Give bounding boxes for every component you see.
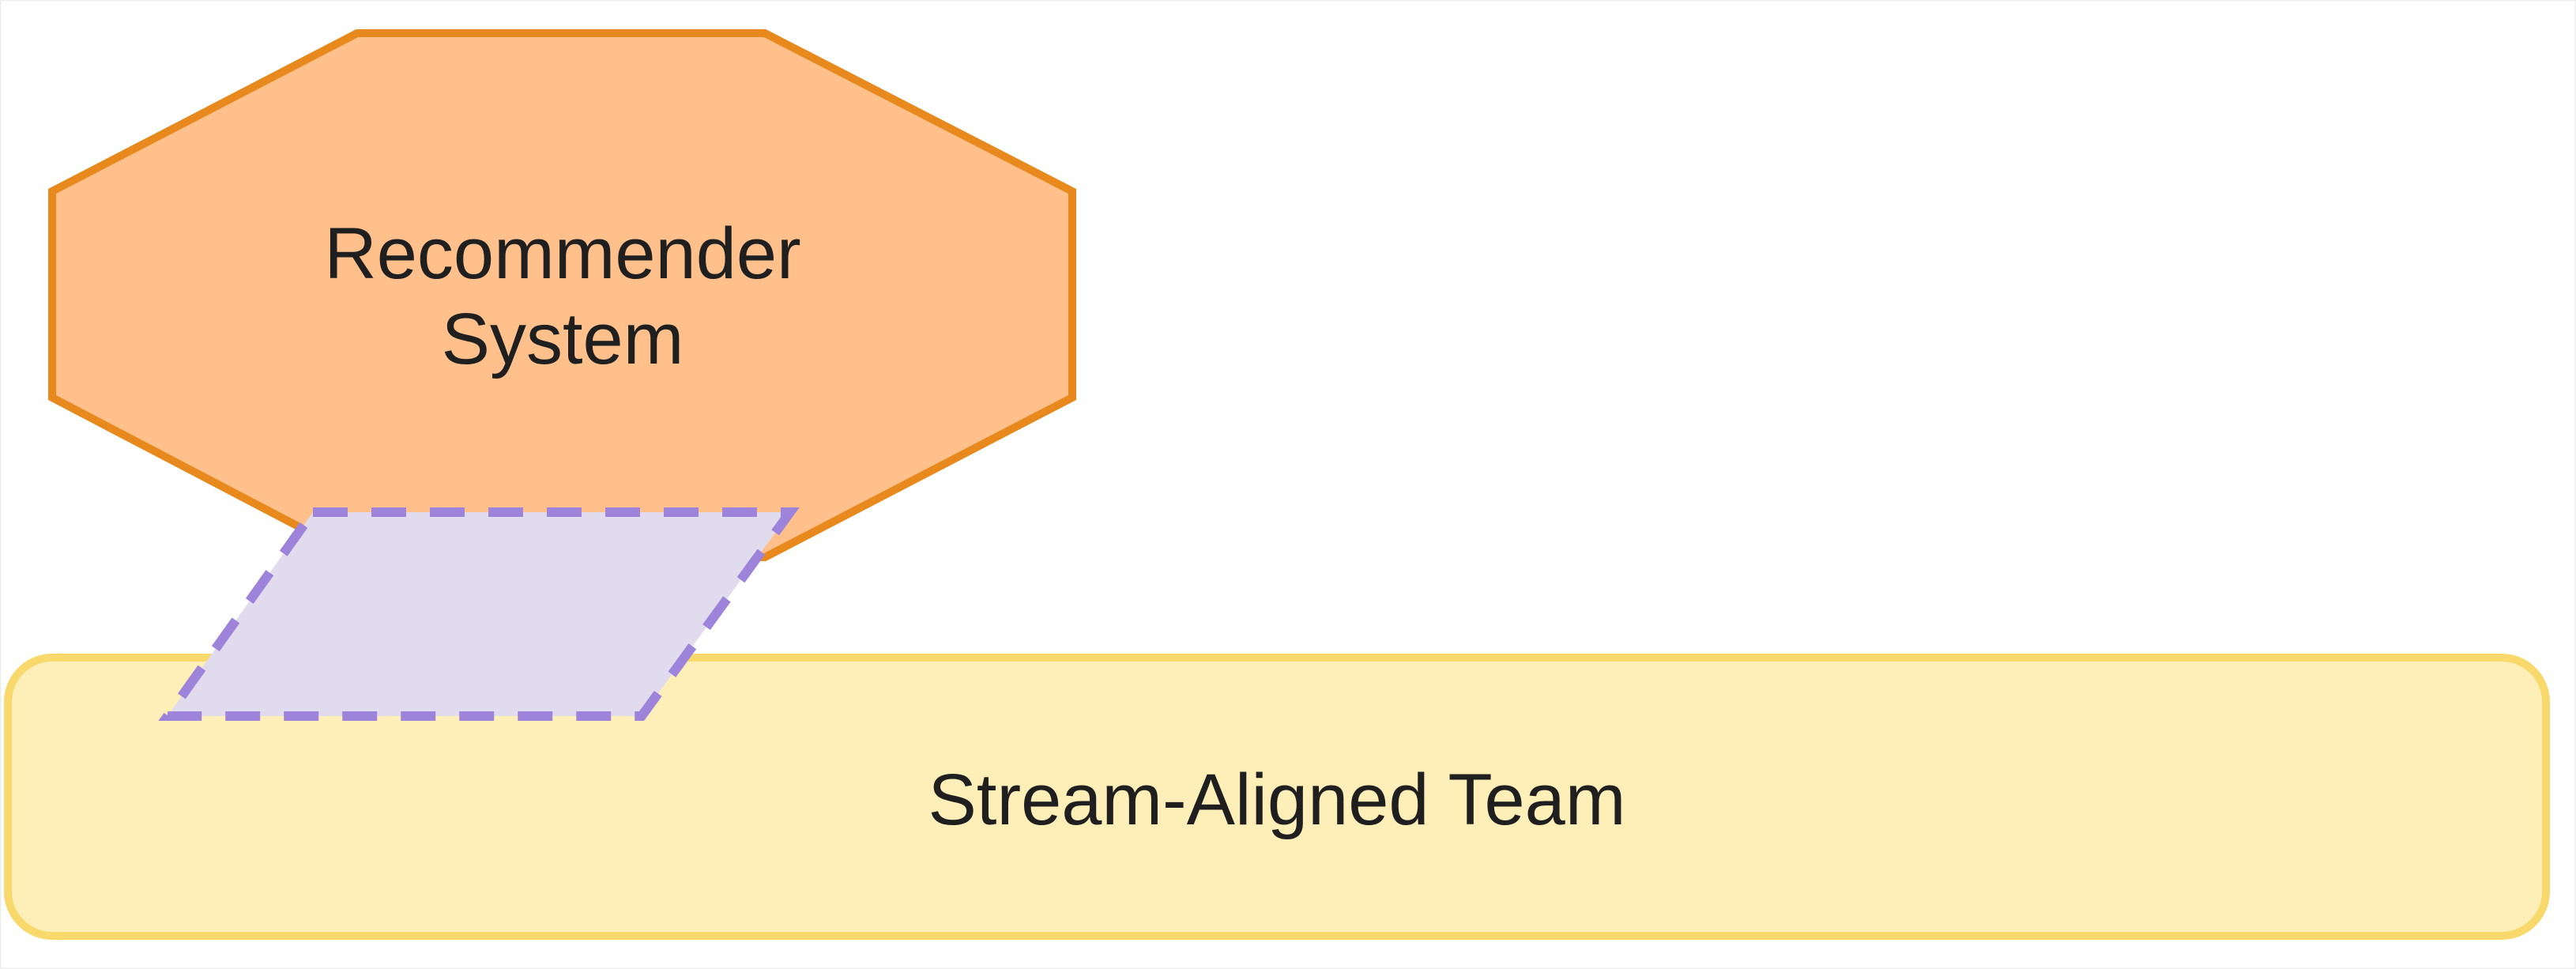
recommender-system-node[interactable]: Recommender System — [48, 29, 1076, 561]
stream-aligned-team-shape — [4, 654, 2550, 940]
stream-aligned-team-node[interactable]: Stream-Aligned Team — [4, 654, 2550, 940]
interaction-zone-shape — [158, 507, 800, 721]
interaction-zone-node[interactable] — [158, 507, 800, 721]
recommender-system-label-line-2: System — [442, 299, 684, 379]
stream-aligned-team-label: Stream-Aligned Team — [928, 760, 1626, 840]
recommender-system-label-line-1: Recommender — [324, 213, 800, 294]
recommender-system-shape — [48, 29, 1076, 561]
